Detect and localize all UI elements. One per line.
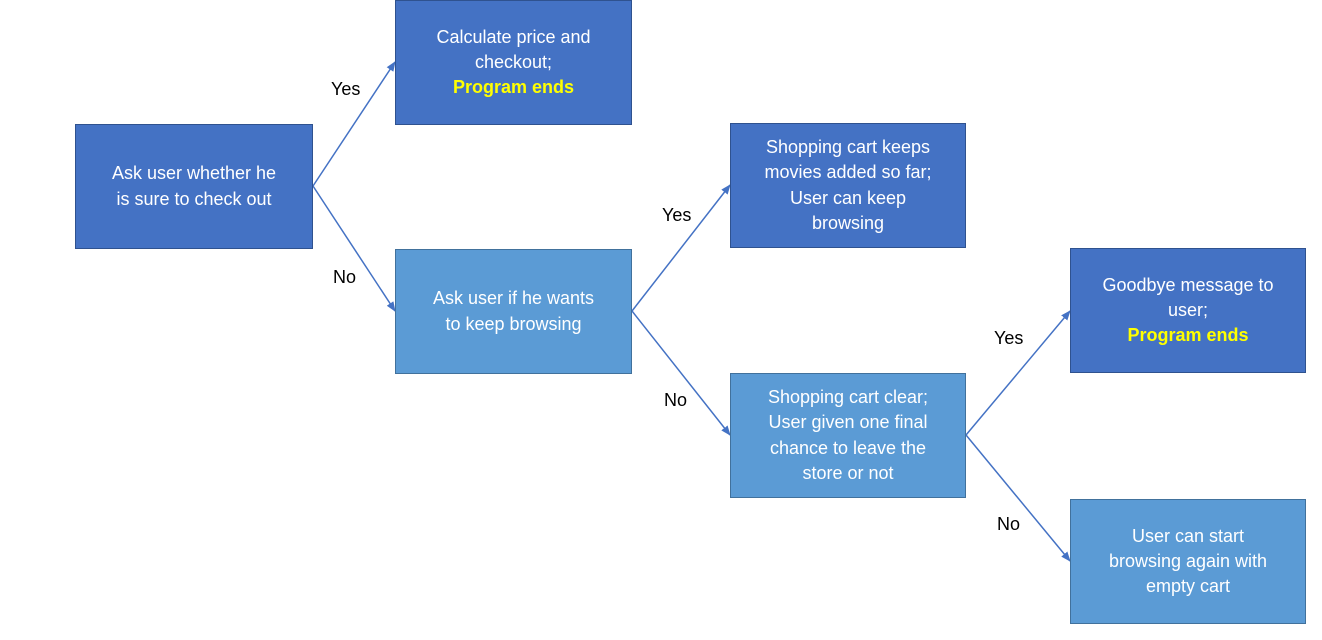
node-text-line: User can start	[1131, 525, 1245, 546]
program-ends-label: Program ends	[452, 77, 575, 98]
edge-label-browse-no: No	[664, 390, 688, 410]
edge-label-checkout-no: No	[333, 267, 357, 287]
node-start-again: User can start browsing again with empty…	[1070, 499, 1306, 624]
node-cart-clear: Shopping cart clear; User given one fina…	[730, 373, 966, 498]
node-text-line: is sure to check out	[116, 188, 272, 209]
node-ask-checkout: Ask user whether he is sure to check out	[75, 124, 313, 249]
node-cart-keeps: Shopping cart keeps movies added so far;…	[730, 123, 966, 248]
node-text-line: Goodbye message to	[1102, 274, 1274, 295]
node-text-line: User can keep	[789, 187, 907, 208]
node-text-line: to keep browsing	[445, 313, 582, 334]
arrow-checkout-no	[312, 185, 396, 312]
edge-label-final-yes: Yes	[994, 328, 1024, 348]
arrow-final-no	[965, 434, 1071, 562]
edge-label-checkout-yes: Yes	[331, 79, 361, 99]
node-text-line: Shopping cart clear;	[767, 387, 929, 408]
node-text-line: store or not	[802, 462, 894, 483]
arrow-browse-no	[631, 310, 731, 436]
node-text-line: Calculate price and	[436, 26, 591, 47]
node-text-line: Ask user whether he	[111, 163, 277, 184]
arrow-checkout-yes	[312, 61, 396, 187]
node-text-line: chance to leave the	[769, 437, 927, 458]
node-text-line: browsing	[811, 212, 885, 233]
edge-label-browse-yes: Yes	[662, 205, 692, 225]
arrow-browse-yes	[631, 184, 731, 312]
program-ends-label: Program ends	[1127, 325, 1249, 346]
node-goodbye: Goodbye message to user; Program ends	[1070, 248, 1306, 373]
node-text-line: checkout;	[474, 51, 553, 72]
node-text-line: User given one final	[768, 412, 928, 433]
edge-label-final-no: No	[997, 514, 1021, 534]
node-ask-keep-browsing: Ask user if he wants to keep browsing	[395, 249, 632, 374]
node-text-line: Shopping cart keeps	[765, 137, 931, 158]
node-text-line: empty cart	[1145, 576, 1231, 597]
node-calculate-price: Calculate price and checkout; Program en…	[395, 0, 632, 125]
arrow-final-yes	[965, 310, 1071, 436]
node-text-line: user;	[1167, 299, 1209, 320]
node-text-line: movies added so far;	[764, 162, 932, 183]
node-text-line: browsing again with	[1108, 550, 1268, 571]
node-text-line: Ask user if he wants	[432, 288, 595, 309]
